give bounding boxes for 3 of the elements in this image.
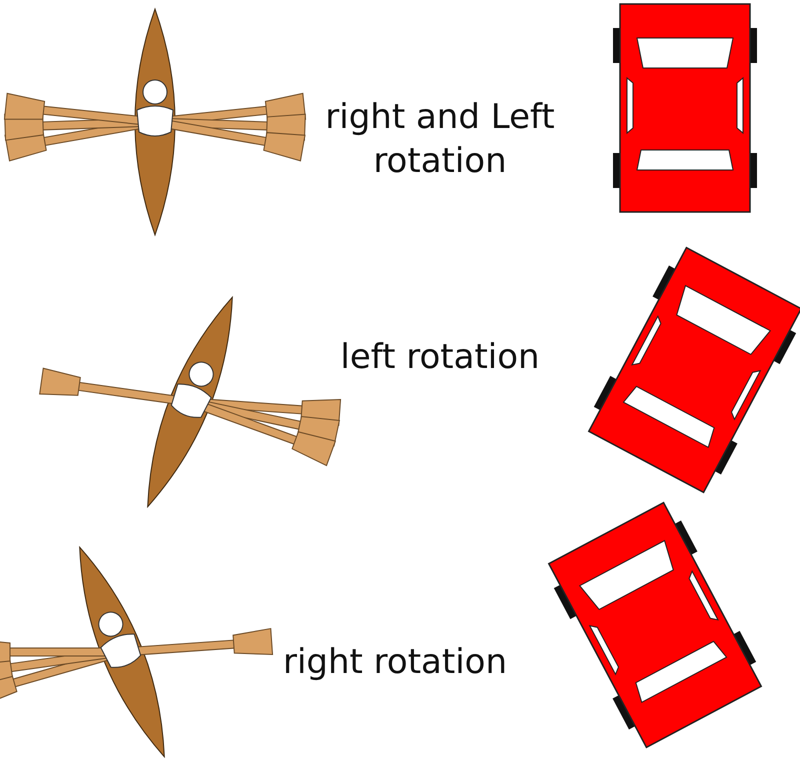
rotation-label: left rotation	[339, 336, 541, 379]
rotation-label: right and Left rotation	[324, 96, 556, 184]
rotation-label: right rotation	[282, 641, 508, 684]
